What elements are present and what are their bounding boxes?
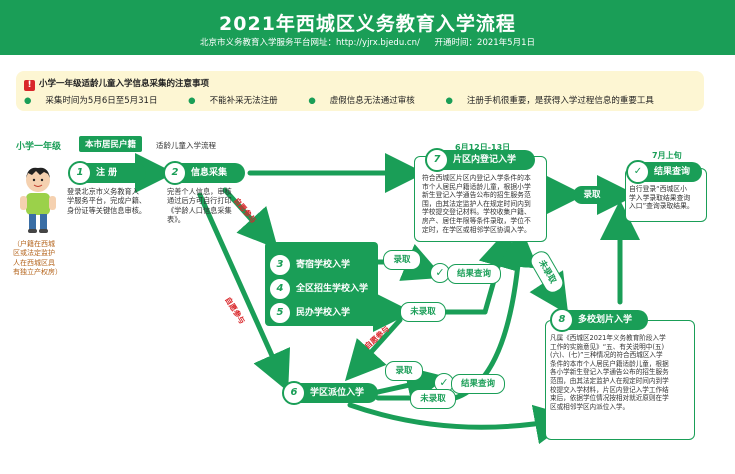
- step-register-desc: 登录北京市义务教育入 学服务平台，完成户籍、 身份证等关键信息审核。: [67, 187, 147, 215]
- page-title: 2021年西城区义务教育入学流程: [219, 13, 516, 35]
- result-date: 7月上旬: [652, 151, 682, 160]
- residency-tag: 本市居民户籍: [79, 136, 143, 152]
- step-private: 5 民办学校入学: [268, 301, 370, 325]
- result-check: ✓ 结果查询: [626, 160, 702, 184]
- step-multi-school: 8 多校划片入学: [550, 308, 648, 332]
- not-admitted-badge-group: 未录取: [400, 302, 446, 322]
- step-register: 1 注 册: [68, 161, 146, 185]
- result-badge-lottery: 结果查询: [451, 374, 505, 394]
- step7-desc: 符合西城区片区内登记入学条件的本 市个人居民户籍适龄儿童，根据小学 新生登记入学…: [422, 174, 531, 234]
- notice-item: ●不能补采无法注册: [188, 96, 278, 106]
- notice-panel: !小学一年级适龄儿童入学信息采集的注意事项 ●采集时间为5月6日至5月31日 ●…: [16, 71, 704, 111]
- header-subtitle: 北京市义务教育入学服务平台网址：http://yjrx.bjedu.cn/ 开通…: [0, 36, 735, 48]
- step8-desc: 凡属《西城区2021年义务教育阶段入学 工作的实施意见》“五、有关说明中(五) …: [550, 334, 669, 411]
- step-area-registration: 7 片区内登记入学: [425, 148, 535, 172]
- step-boarding: 3 寄宿学校入学: [268, 253, 370, 277]
- flow-subtitle: 适龄儿童入学流程: [156, 141, 216, 150]
- check-icon: ✓: [430, 263, 450, 283]
- step7-box: [414, 156, 547, 242]
- notice-item: ●虚假信息无法通过审核: [308, 96, 415, 106]
- platform-url[interactable]: 北京市义务教育入学服务平台网址：http://yjrx.bjedu.cn/: [200, 38, 420, 48]
- admitted-badge-top: 录取: [573, 186, 611, 204]
- notice-item: ●注册手机很重要，是获得入学过程信息的重要工具: [445, 96, 654, 106]
- step-info-collect: 2 信息采集: [163, 161, 245, 185]
- result-badge-group: 结果查询: [447, 264, 501, 284]
- step7-date: 6月12日-13日: [455, 143, 511, 152]
- page-header: 2021年西城区义务教育入学流程 北京市义务教育入学服务平台网址：http://…: [0, 0, 735, 55]
- not-admitted-badge-lottery: 未录取: [410, 389, 456, 409]
- child-illustration: [20, 167, 56, 233]
- result-desc: 自行登录“西城区小 学入学录取结果查询 入口”查询录取结果。: [629, 185, 694, 211]
- step8-box: [545, 320, 695, 440]
- notice-items: ●采集时间为5月6日至5月31日 ●不能补采无法注册 ●虚假信息无法通过审核 ●…: [24, 94, 682, 106]
- step-district-lottery: 6 学区派位入学: [282, 381, 378, 405]
- step-district-wide: 4 全区招生学校入学: [268, 277, 370, 301]
- notice-item: ●采集时间为5月6日至5月31日: [24, 96, 158, 106]
- admitted-badge-group: 录取: [383, 250, 421, 270]
- grade-label: 小学一年级: [16, 142, 62, 152]
- step-info-collect-desc: 完善个人信息，审核 通过后方可自行打印 《学龄人口信息采集 表》。: [167, 187, 232, 225]
- household-note: （户籍在西城 区或法定监护 人在西城区具 有独立产权房）: [13, 240, 62, 277]
- admitted-badge-lottery: 录取: [385, 361, 423, 381]
- notice-title: !小学一年级适龄儿童入学信息采集的注意事项: [24, 77, 209, 91]
- warning-icon: !: [24, 80, 35, 91]
- open-time: 开通时间：2021年5月1日: [434, 38, 535, 48]
